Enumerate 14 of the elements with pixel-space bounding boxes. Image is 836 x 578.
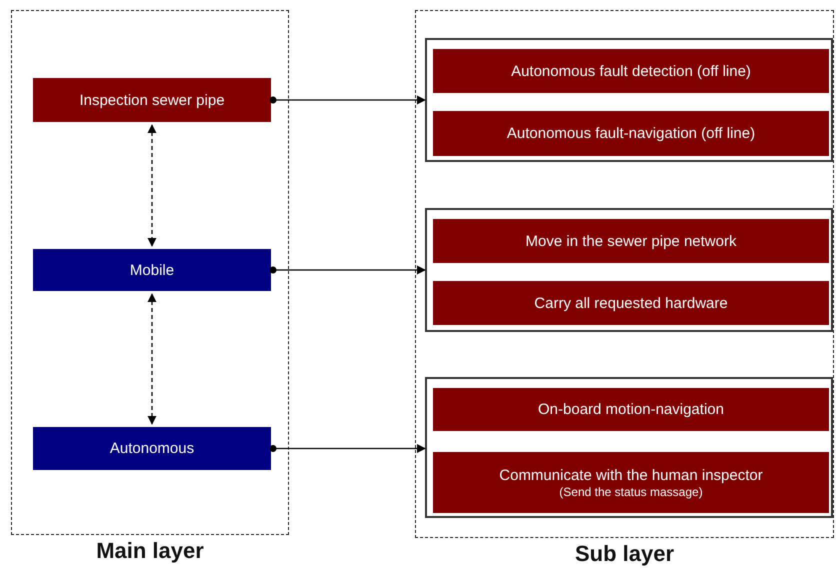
- function-box: On-board motion-navigation: [433, 388, 829, 431]
- group-box: [425, 38, 833, 162]
- main-function-box: Autonomous: [33, 427, 271, 470]
- main-function-box: Mobile: [33, 249, 271, 291]
- function-box: Communicate with the human inspector (Send the status massage): [433, 452, 829, 513]
- function-box: Autonomous fault-navigation (off line): [433, 111, 829, 156]
- group-box: [425, 208, 833, 332]
- group-box: [425, 377, 833, 518]
- function-box: Autonomous fault detection (off line): [433, 49, 829, 93]
- function-box: Inspection sewer pipe: [33, 78, 271, 122]
- layer-heading: Sub layer: [574, 541, 676, 567]
- layer-heading: Main layer: [95, 538, 205, 564]
- function-box: Carry all requested hardware: [433, 281, 829, 325]
- function-box: Move in the sewer pipe network: [433, 219, 829, 263]
